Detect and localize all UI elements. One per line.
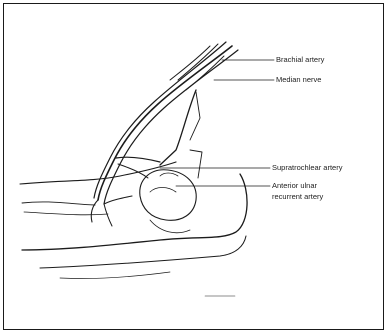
humerus-outline: [160, 90, 196, 165]
label-median-nerve: Median nerve: [276, 75, 321, 85]
median-nerve: [104, 50, 238, 204]
ulnar-recurrent-branch: [104, 196, 132, 204]
label-brachial-artery: Brachial artery: [276, 55, 324, 65]
forearm-top-outline: [20, 162, 176, 184]
forearm-bottom-outline: [22, 174, 247, 250]
label-supratrochlear-artery: Supratrochlear artery: [272, 163, 342, 173]
label-anterior-ulnar-line1: Anterior ulnar: [272, 181, 317, 191]
label-anterior-ulnar-line2: recurrent artery: [272, 192, 323, 202]
elbow-condyle: [140, 170, 196, 221]
